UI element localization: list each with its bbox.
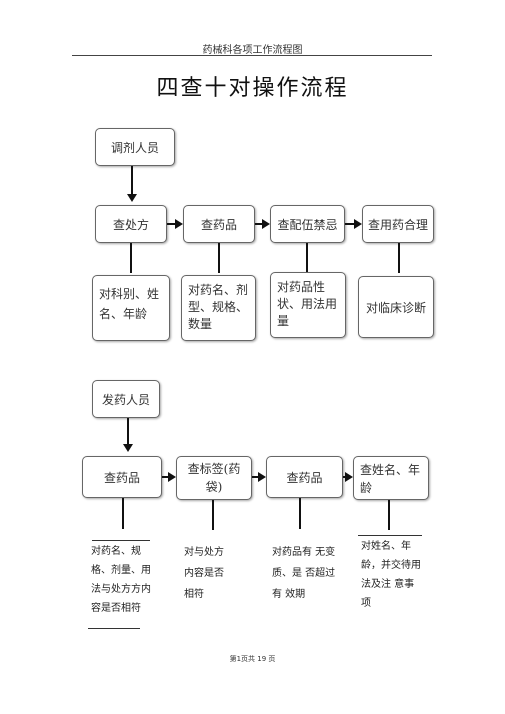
arrow-right-icon xyxy=(345,472,353,482)
step-box-check-name-age: 查姓名、年龄 xyxy=(353,456,429,500)
connector-line xyxy=(343,476,345,478)
detail-text: 对药名、规格、剂量、用法与处方方内容是否相符 xyxy=(91,546,151,614)
step-label: 查处方 xyxy=(112,217,149,232)
role-label: 发药人员 xyxy=(101,392,150,407)
step-label: 查配伍禁忌 xyxy=(277,217,338,232)
arrow-right-icon xyxy=(354,219,362,229)
connector-line xyxy=(299,498,301,529)
step-label: 查用药合理 xyxy=(367,217,428,232)
step-box-check-rational-use: 查用药合理 xyxy=(362,205,434,243)
step-label: 查标签(药袋) xyxy=(187,462,241,494)
connector-line xyxy=(131,166,133,196)
connector-line xyxy=(388,500,390,530)
connector-line xyxy=(162,476,168,478)
detail-box: 对药名、剂型、规格、数量 xyxy=(181,275,256,341)
step-label: 查药品 xyxy=(200,217,237,232)
detail-text: 对科别、姓名、年龄 xyxy=(99,287,160,321)
connector-line xyxy=(212,500,214,530)
connector-line xyxy=(345,223,354,225)
page-title: 四查十对操作流程 xyxy=(156,76,349,101)
header-divider xyxy=(72,55,432,56)
arrow-down-icon xyxy=(123,444,133,452)
step-label: 查姓名、年龄 xyxy=(360,463,421,495)
detail-box: 对药品性状、用法用量 xyxy=(270,272,346,338)
detail-text: 对药品性状、用法用量 xyxy=(277,280,338,328)
header-title: 药械科各项工作流程图 xyxy=(202,45,303,56)
detail-box: 对临床诊断 xyxy=(358,276,434,338)
connector-line xyxy=(127,418,129,445)
connector-line xyxy=(167,223,175,225)
detail-text: 对药品有 无变质、是 否超过有 效期 xyxy=(272,547,336,600)
page-number: 第1页共 19 页 xyxy=(229,655,276,663)
connector-line xyxy=(218,243,220,273)
step-box-check-drug: 查药品 xyxy=(183,205,255,243)
connector-line xyxy=(122,498,124,529)
detail-text: 对药名、剂型、规格、数量 xyxy=(188,283,249,331)
connector-line xyxy=(398,243,400,273)
step-box-check-drug-3: 查药品 xyxy=(266,456,343,498)
arrow-right-icon xyxy=(168,472,176,482)
detail-text: 对与处方内容是否相符 xyxy=(184,547,224,600)
detail-box: 对科别、姓名、年龄 xyxy=(92,275,170,341)
arrow-right-icon xyxy=(262,219,270,229)
arrow-right-icon xyxy=(258,472,266,482)
connector-line xyxy=(255,223,262,225)
step-box-check-incompatibility: 查配伍禁忌 xyxy=(270,205,345,243)
step-box-check-label: 查标签(药袋) xyxy=(176,456,252,500)
arrow-down-icon xyxy=(127,194,137,202)
role-box-dispenser: 调剂人员 xyxy=(95,128,175,166)
role-label: 调剂人员 xyxy=(110,140,159,155)
underline xyxy=(358,535,422,536)
step-label: 查药品 xyxy=(286,470,323,485)
detail-text: 对姓名、年龄，并交待用法及注 意事项 xyxy=(361,541,421,609)
detail-text: 对临床诊断 xyxy=(365,300,426,315)
connector-line xyxy=(252,476,258,478)
connector-line xyxy=(130,243,132,273)
underline xyxy=(92,540,150,541)
role-box-issuer: 发药人员 xyxy=(92,380,160,418)
connector-line xyxy=(306,243,308,273)
underline xyxy=(88,628,140,629)
step-label: 查药品 xyxy=(103,470,140,485)
arrow-right-icon xyxy=(175,219,183,229)
step-box-check-prescription: 查处方 xyxy=(95,205,167,243)
step-box-check-drug-2: 查药品 xyxy=(82,456,162,498)
